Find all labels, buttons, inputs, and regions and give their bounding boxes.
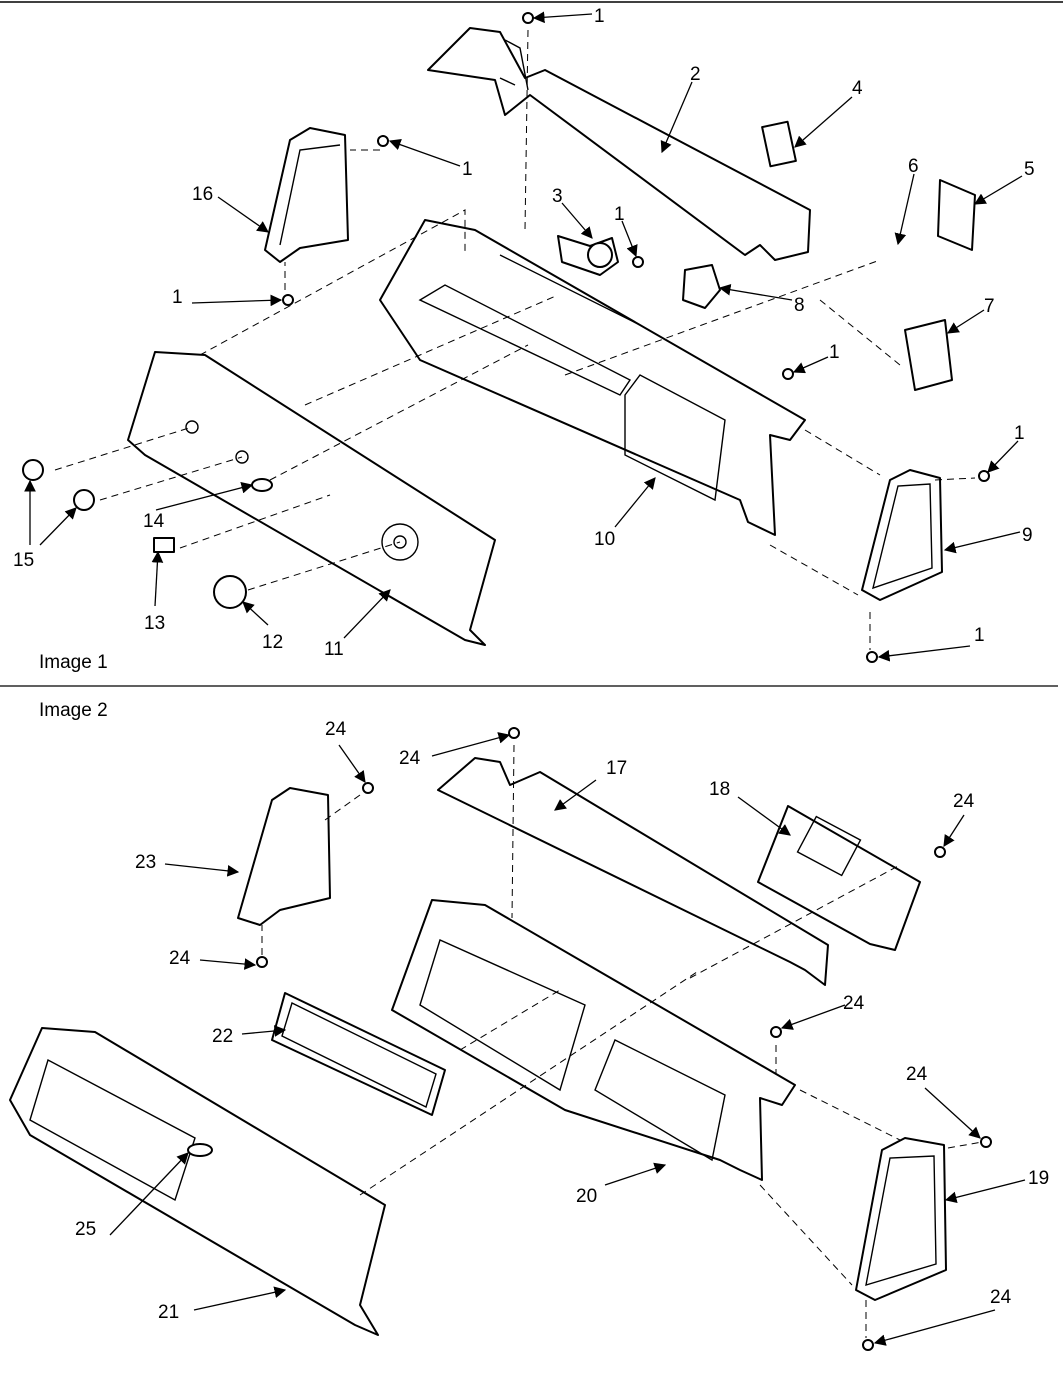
console-frame-part bbox=[379, 219, 806, 536]
image-1-parts bbox=[22, 12, 990, 663]
callout-24: 24 bbox=[843, 993, 865, 1014]
callout-3: 3 bbox=[552, 186, 563, 207]
front-console-panel-part bbox=[127, 351, 496, 646]
callout-10: 10 bbox=[594, 529, 615, 550]
callout-8: 8 bbox=[794, 295, 805, 316]
callout-5: 5 bbox=[1024, 159, 1035, 180]
callout-16: 16 bbox=[192, 184, 213, 205]
callout-1: 1 bbox=[974, 625, 985, 646]
callout-1: 1 bbox=[614, 204, 625, 225]
screw-parts bbox=[256, 727, 992, 1351]
rear-top-cover-part bbox=[427, 27, 811, 261]
display-board-part bbox=[757, 805, 921, 951]
callout-24: 24 bbox=[953, 791, 975, 812]
callout-22: 22 bbox=[212, 1026, 233, 1047]
callout-24: 24 bbox=[906, 1064, 928, 1085]
callout-17: 17 bbox=[606, 758, 627, 779]
buzzer-part bbox=[682, 264, 721, 309]
callout-13: 13 bbox=[144, 613, 165, 634]
image-2-parts bbox=[9, 727, 992, 1351]
front-console-panel-part bbox=[9, 1027, 386, 1336]
callout-1: 1 bbox=[1014, 423, 1025, 444]
callout-20: 20 bbox=[576, 1186, 597, 1207]
callout-leaders bbox=[24, 11, 1026, 1346]
lens-part bbox=[251, 478, 273, 492]
rear-top-cover-part bbox=[437, 757, 829, 986]
callout-1: 1 bbox=[594, 6, 605, 27]
callout-18: 18 bbox=[709, 779, 730, 800]
callout-6: 6 bbox=[908, 156, 919, 177]
display-window-part bbox=[271, 992, 446, 1116]
lens-part bbox=[187, 1143, 213, 1157]
knob-part bbox=[73, 489, 95, 511]
callout-15: 15 bbox=[13, 550, 34, 571]
left-end-cap-part bbox=[237, 787, 331, 926]
callout-1: 1 bbox=[462, 159, 473, 180]
callout-11: 11 bbox=[324, 639, 344, 660]
callout-2: 2 bbox=[690, 64, 701, 85]
right-end-cap-part bbox=[855, 1137, 947, 1301]
callout-19: 19 bbox=[1028, 1168, 1049, 1189]
indicator-light-part bbox=[153, 537, 175, 553]
callout-7: 7 bbox=[984, 296, 995, 317]
callout-1: 1 bbox=[829, 342, 840, 363]
timer-part bbox=[904, 319, 953, 391]
callout-24: 24 bbox=[169, 948, 191, 969]
callout-24: 24 bbox=[399, 748, 421, 769]
callout-labels: 1 2 4 5 6 1 16 3 1 1 8 7 1 1 14 9 10 15 … bbox=[13, 6, 1049, 1323]
callout-9: 9 bbox=[1022, 525, 1033, 546]
dial-knob-part bbox=[213, 575, 247, 609]
callout-24: 24 bbox=[325, 719, 347, 740]
circuit-board-part bbox=[937, 179, 976, 251]
callout-23: 23 bbox=[135, 852, 156, 873]
right-end-cap-part bbox=[861, 469, 943, 601]
left-end-cap-part bbox=[264, 127, 349, 263]
callout-21: 21 bbox=[158, 1302, 179, 1323]
callout-4: 4 bbox=[852, 78, 863, 99]
callout-12: 12 bbox=[262, 632, 283, 653]
callout-25: 25 bbox=[75, 1219, 96, 1240]
callout-14: 14 bbox=[143, 511, 165, 532]
switch-part bbox=[761, 120, 797, 168]
knob-part bbox=[22, 459, 44, 481]
screw-parts bbox=[282, 12, 990, 663]
panel-label-image-1: Image 1 bbox=[39, 652, 108, 673]
callout-24: 24 bbox=[990, 1287, 1012, 1308]
panel-label-image-2: Image 2 bbox=[39, 700, 108, 721]
callout-1: 1 bbox=[172, 287, 183, 308]
